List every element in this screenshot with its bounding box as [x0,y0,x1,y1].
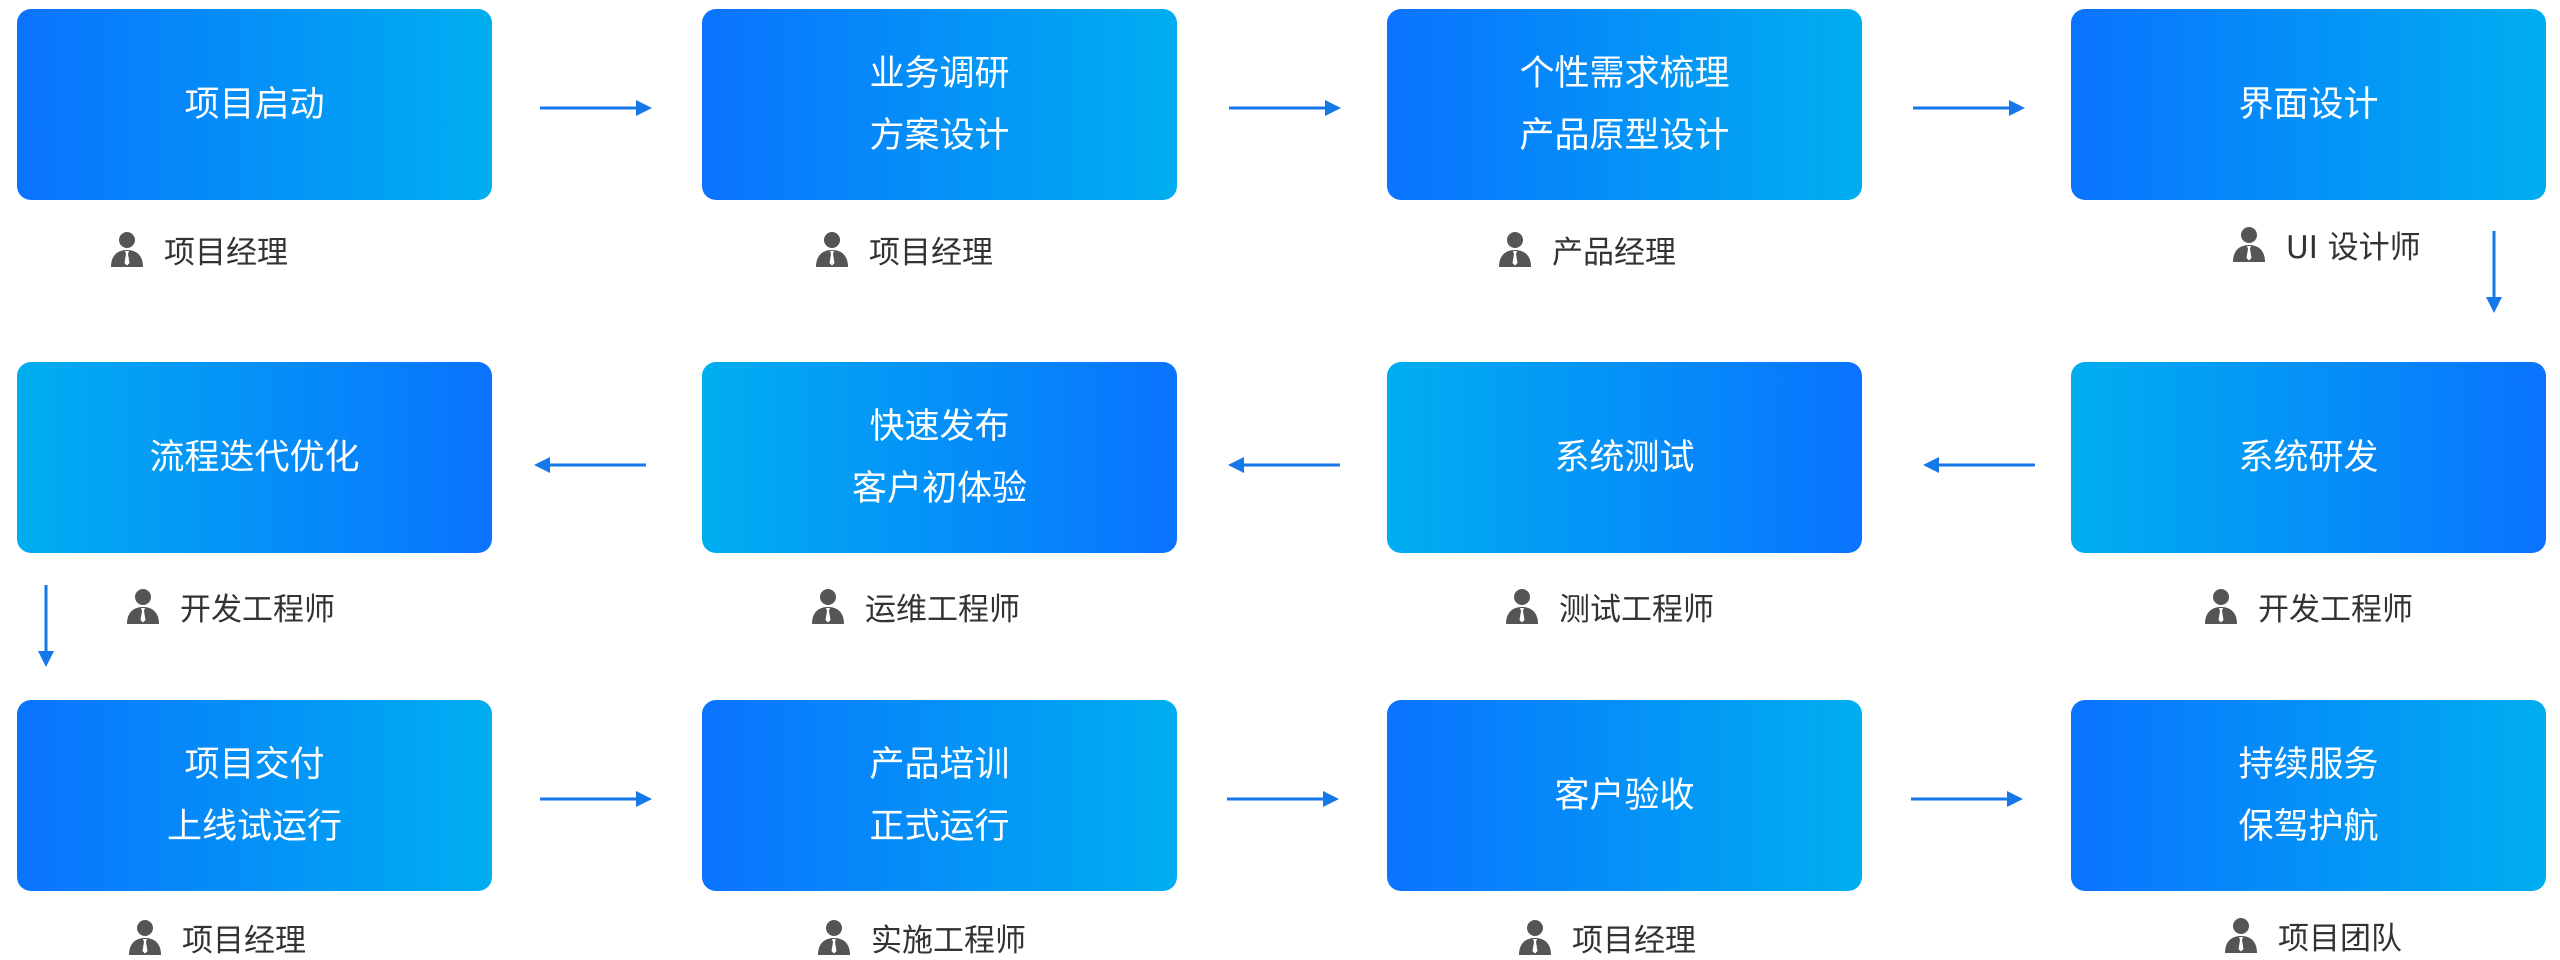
step-label: 流程迭代优化 [149,437,360,478]
step-label: 客户验收 [1554,775,1695,816]
arrow-right-icon [540,791,652,807]
role-label: UI 设计师 [2286,229,2421,266]
step-box-iteration: 流程迭代优化 [17,362,492,553]
person-icon [110,231,144,267]
step-role-iteration: 开发工程师 [126,584,335,628]
step-label: 方案设计 [869,115,1010,156]
step-label: 正式运行 [869,806,1010,847]
step-box-requirements: 个性需求梳理 产品原型设计 [1387,9,1862,200]
step-label: 系统研发 [2238,437,2379,478]
step-role-system-dev: 开发工程师 [2204,584,2413,628]
step-role-project-start: 项目经理 [110,227,288,271]
step-label: 客户初体验 [851,468,1027,509]
arrow-right-icon [1911,791,2023,807]
step-box-project-start: 项目启动 [17,9,492,200]
step-label: 保驾护航 [2238,806,2379,847]
step-label: 项目启动 [184,84,325,125]
person-icon [817,919,851,955]
step-label: 产品培训 [869,744,1010,785]
role-label: 项目经理 [869,234,993,271]
step-box-delivery: 项目交付 上线试运行 [17,700,492,891]
role-label: 运维工程师 [865,591,1020,628]
person-icon [1498,231,1532,267]
person-icon [128,919,162,955]
arrow-right-icon [1227,791,1339,807]
step-label: 系统测试 [1554,437,1695,478]
step-box-system-test: 系统测试 [1387,362,1862,553]
person-icon [1505,588,1539,624]
person-icon [2224,917,2258,953]
arrow-right-icon [1913,100,2025,116]
step-label: 界面设计 [2238,84,2379,125]
step-box-system-dev: 系统研发 [2071,362,2546,553]
arrow-right-icon [1229,100,1341,116]
arrow-down-icon [2486,231,2502,313]
arrow-left-icon [534,457,646,473]
step-role-release: 运维工程师 [811,584,1020,628]
person-icon [811,588,845,624]
role-label: 项目团队 [2278,920,2402,957]
role-label: 项目经理 [182,922,306,959]
arrow-down-icon [38,585,54,667]
arrow-left-icon [1923,457,2035,473]
step-role-ongoing-service: 项目团队 [2224,913,2402,957]
arrow-right-icon [540,100,652,116]
step-role-ui-design: UI 设计师 [2232,222,2421,266]
step-label: 业务调研 [869,53,1010,94]
step-role-delivery: 项目经理 [128,915,306,959]
step-label: 项目交付 [184,744,325,785]
person-icon [1518,919,1552,955]
person-icon [2204,588,2238,624]
person-icon [126,588,160,624]
step-box-business-research: 业务调研 方案设计 [702,9,1177,200]
step-role-training: 实施工程师 [817,915,1026,959]
role-label: 项目经理 [1572,922,1696,959]
step-role-requirements: 产品经理 [1498,227,1676,271]
step-label: 产品原型设计 [1519,115,1730,156]
person-icon [2232,226,2266,262]
step-role-business-research: 项目经理 [815,227,993,271]
role-label: 开发工程师 [2258,591,2413,628]
step-label: 个性需求梳理 [1519,53,1730,94]
step-box-release: 快速发布 客户初体验 [702,362,1177,553]
step-box-training: 产品培训 正式运行 [702,700,1177,891]
step-box-ongoing-service: 持续服务 保驾护航 [2071,700,2546,891]
step-label: 持续服务 [2238,744,2379,785]
role-label: 测试工程师 [1559,591,1714,628]
role-label: 产品经理 [1552,234,1676,271]
role-label: 项目经理 [164,234,288,271]
arrow-left-icon [1228,457,1340,473]
step-label: 上线试运行 [166,806,342,847]
role-label: 实施工程师 [871,922,1026,959]
step-box-ui-design: 界面设计 [2071,9,2546,200]
step-box-acceptance: 客户验收 [1387,700,1862,891]
step-label: 快速发布 [869,406,1010,447]
step-role-acceptance: 项目经理 [1518,915,1696,959]
step-role-system-test: 测试工程师 [1505,584,1714,628]
person-icon [815,231,849,267]
role-label: 开发工程师 [180,591,335,628]
